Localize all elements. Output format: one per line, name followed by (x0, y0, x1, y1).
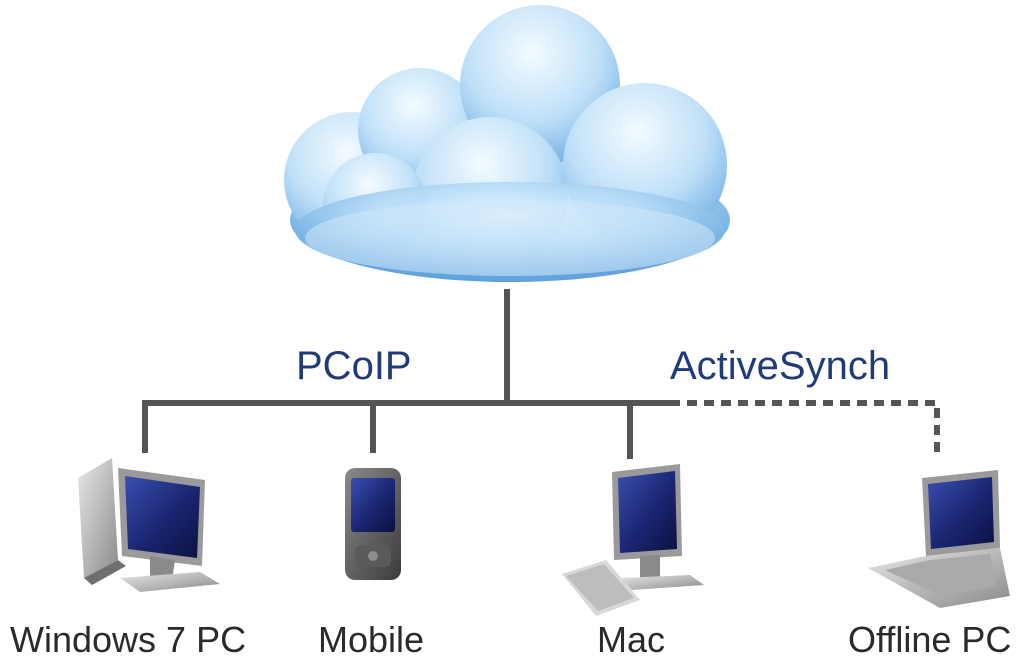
pda-phone-icon (345, 468, 401, 580)
desktop-tower-monitor-icon (78, 458, 220, 592)
pcoip-label: PCoIP (296, 344, 412, 388)
monitor-keyboard-icon (562, 464, 704, 616)
activesynch-label: ActiveSynch (670, 344, 891, 388)
cloud-icon (284, 5, 730, 282)
laptop-icon (868, 470, 1010, 608)
mobile-label: Mobile (318, 619, 425, 660)
connector-lines (142, 289, 940, 459)
windows-7-pc-label: Windows 7 PC (10, 619, 247, 660)
mac-label: Mac (597, 619, 666, 660)
activesynch-dashed-line (670, 400, 940, 452)
offline-pc-label: Offline PC (848, 619, 1012, 660)
